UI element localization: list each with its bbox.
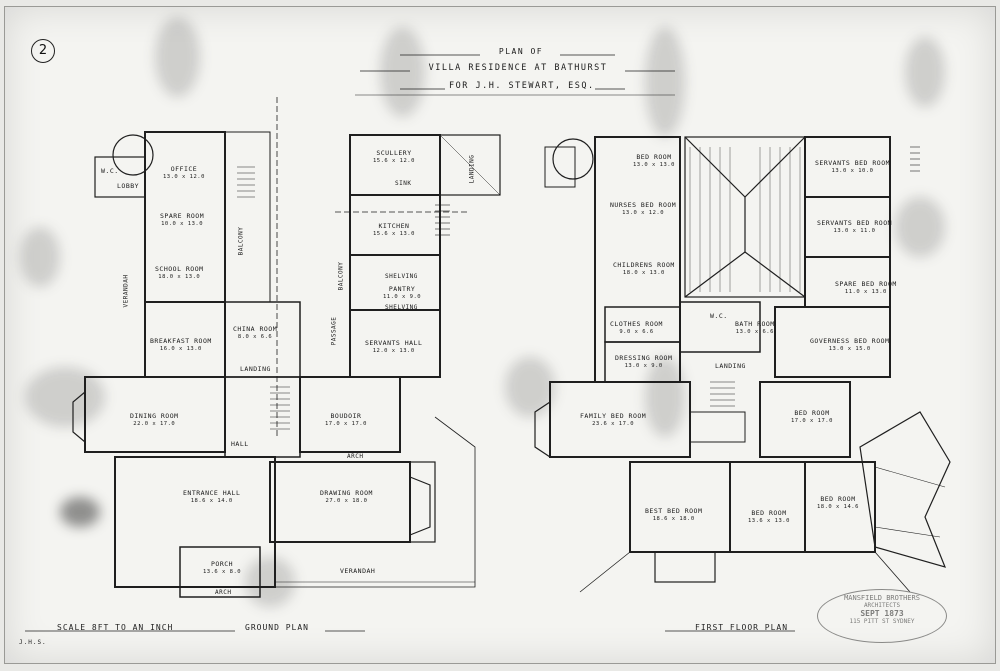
stain (380, 27, 425, 117)
label-landing-2: LANDING (468, 154, 476, 184)
stain (60, 497, 100, 527)
stain (505, 357, 555, 417)
label-arch-2: ARCH (215, 589, 232, 596)
ground-plan-drawing (72, 54, 675, 598)
ff-landing: LANDING (715, 362, 746, 370)
corner-mark: J.H.S. (19, 639, 47, 646)
sheet-number: 2 (31, 39, 55, 63)
label-balcony: BALCONY (237, 226, 245, 256)
floor-plans-svg (25, 54, 951, 632)
title-line-2: VILLA RESIDENCE AT BATHURST (428, 63, 608, 73)
label-balcony-2: BALCONY (337, 261, 345, 291)
stain (645, 357, 685, 437)
stain (905, 37, 945, 107)
stamp-line-4: 115 PITT ST SYDNEY (849, 618, 915, 625)
scale-label: SCALE 8FT TO AN INCH (57, 623, 174, 632)
label-verandah-left: VERANDAH (122, 274, 130, 308)
stain (20, 227, 60, 287)
label-arch-1: ARCH (347, 453, 364, 460)
ff-wc: W.C. (710, 312, 728, 320)
label-sink: SINK (395, 180, 412, 187)
architect-stamp: MANSFIELD BROTHERS ARCHITECTS SEPT 1873 … (817, 589, 947, 643)
label-shelving-2: SHELVING (385, 304, 418, 311)
drawing-sheet: 2 PLAN OF VILLA RESIDENCE AT BATHURST FO… (4, 6, 996, 664)
room-lobby: LOBBY (117, 182, 140, 190)
stamp-line-3: SEPT 1873 (860, 609, 904, 618)
label-passage: PASSAGE (330, 316, 338, 346)
ground-plan-label: GROUND PLAN (245, 623, 309, 632)
room-landing: LANDING (240, 365, 271, 373)
stamp-line-2: ARCHITECTS (863, 602, 901, 609)
title-line-1: PLAN OF (498, 47, 544, 56)
stain (895, 197, 945, 257)
label-shelving-1: SHELVING (385, 273, 418, 280)
first-floor-plan-label: FIRST FLOOR PLAN (695, 623, 789, 632)
stain (155, 17, 200, 97)
room-wc: W.C. (101, 167, 119, 175)
room-verandah: VERANDAH (340, 567, 376, 575)
title-line-3: FOR J.H. STEWART, ESQ. (449, 81, 595, 91)
stain (645, 27, 685, 137)
stamp-line-1: MANSFIELD BROTHERS (844, 594, 920, 602)
room-hall: HALL (231, 440, 249, 448)
first-floor-plan-drawing (25, 136, 951, 632)
